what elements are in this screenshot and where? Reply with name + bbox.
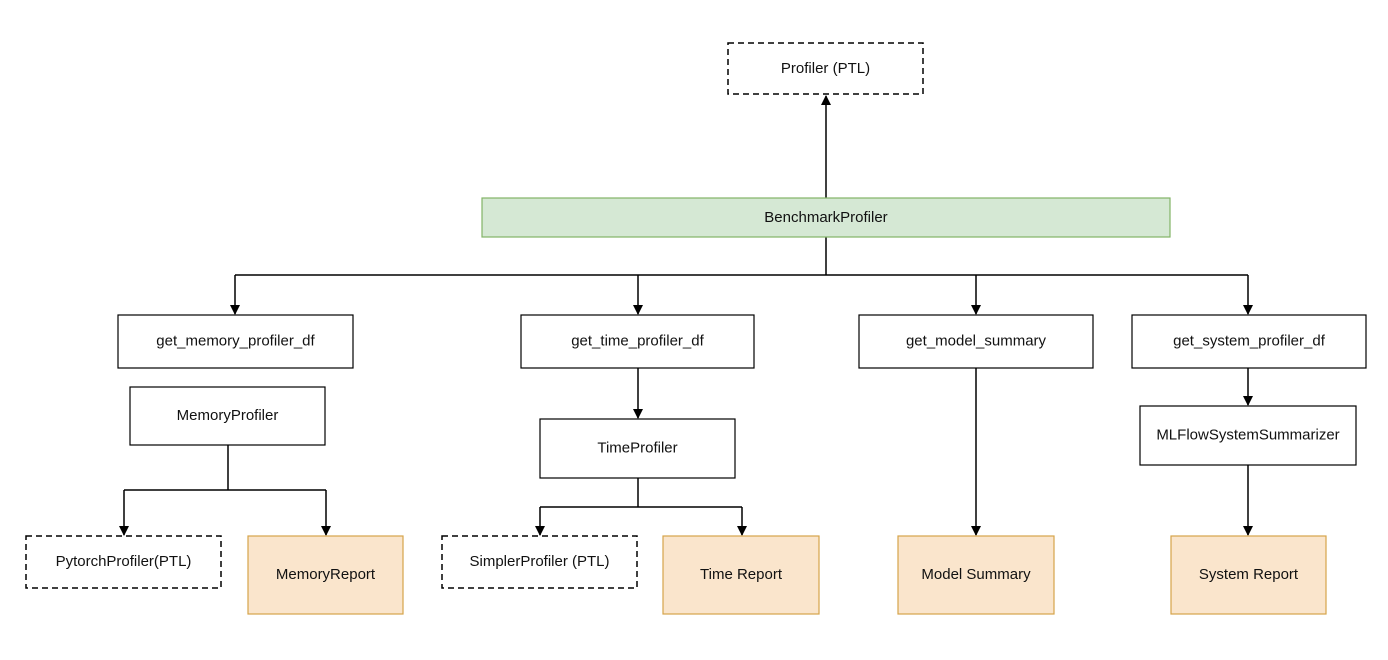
node-benchmark-profiler-label: BenchmarkProfiler [764, 209, 887, 226]
node-profiler-ptl: Profiler (PTL) [727, 42, 924, 95]
node-get-memory-profiler-df: get_memory_profiler_df [117, 314, 354, 369]
node-pytorch-profiler-ptl-label: PytorchProfiler(PTL) [56, 553, 192, 570]
node-memory-profiler: MemoryProfiler [129, 386, 326, 446]
node-get-model-summary: get_model_summary [858, 314, 1094, 369]
node-profiler-ptl-label: Profiler (PTL) [781, 60, 870, 77]
node-memory-profiler-label: MemoryProfiler [177, 407, 279, 424]
node-benchmark-profiler: BenchmarkProfiler [481, 197, 1171, 238]
node-memory-report-label: MemoryReport [276, 566, 376, 583]
node-get-system-profiler-df: get_system_profiler_df [1131, 314, 1367, 369]
node-get-memory-profiler-df-label: get_memory_profiler_df [156, 332, 315, 349]
node-simpler-profiler-ptl-label: SimplerProfiler (PTL) [469, 553, 609, 570]
node-time-report-label: Time Report [700, 566, 783, 583]
node-mlflow-system-summarizer: MLFlowSystemSummarizer [1139, 405, 1357, 466]
node-time-profiler-label: TimeProfiler [597, 439, 677, 456]
node-memory-report: MemoryReport [247, 535, 404, 615]
node-get-system-profiler-df-label: get_system_profiler_df [1173, 332, 1326, 349]
node-pytorch-profiler-ptl: PytorchProfiler(PTL) [25, 535, 222, 589]
node-mlflow-system-summarizer-label: MLFlowSystemSummarizer [1156, 426, 1339, 443]
node-get-time-profiler-df-label: get_time_profiler_df [571, 332, 704, 349]
connectors [119, 95, 1253, 536]
node-simpler-profiler-ptl: SimplerProfiler (PTL) [441, 535, 638, 589]
node-get-model-summary-label: get_model_summary [906, 332, 1047, 349]
node-system-report-label: System Report [1199, 566, 1299, 583]
node-model-summary-label: Model Summary [921, 566, 1031, 583]
node-time-report: Time Report [662, 535, 820, 615]
node-time-profiler: TimeProfiler [539, 418, 736, 479]
node-system-report: System Report [1170, 535, 1327, 615]
node-get-time-profiler-df: get_time_profiler_df [520, 314, 755, 369]
node-model-summary: Model Summary [897, 535, 1055, 615]
